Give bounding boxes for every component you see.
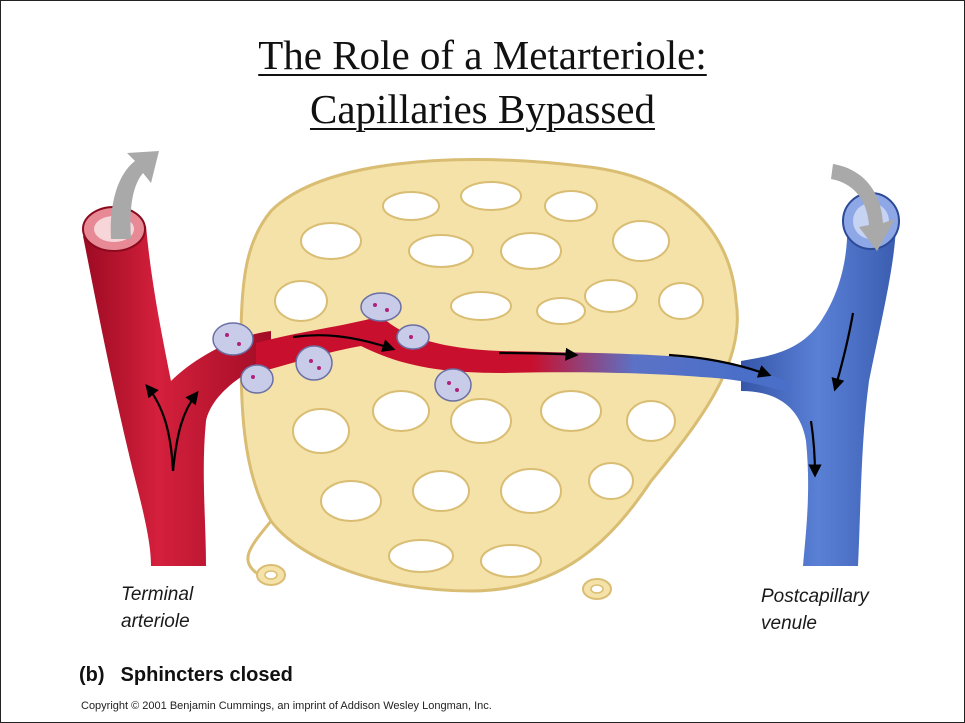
sphincter-5 bbox=[397, 325, 429, 349]
copyright-notice: Copyright © 2001 Benjamin Cummings, an i… bbox=[81, 700, 492, 712]
postcapillary-venule-label-line-2: venule bbox=[761, 610, 869, 637]
postcapillary-venule-label: Postcapillary venule bbox=[761, 583, 869, 637]
figure-part-label: (b) bbox=[79, 664, 105, 686]
figure-caption: (b) Sphincters closed bbox=[79, 664, 293, 687]
terminal-arteriole-label-line-1: Terminal bbox=[121, 581, 193, 608]
figure-caption-text: Sphincters closed bbox=[121, 664, 293, 686]
sphincter-1 bbox=[213, 323, 253, 355]
terminal-arteriole-label-line-2: arteriole bbox=[121, 608, 193, 635]
sphincter-2 bbox=[241, 365, 273, 393]
sphincter-4 bbox=[361, 293, 401, 321]
terminal-arteriole-label: Terminal arteriole bbox=[121, 581, 193, 635]
sphincter-3 bbox=[296, 346, 332, 380]
postcapillary-venule-label-line-1: Postcapillary bbox=[761, 583, 869, 610]
sphincter-6 bbox=[435, 369, 471, 401]
